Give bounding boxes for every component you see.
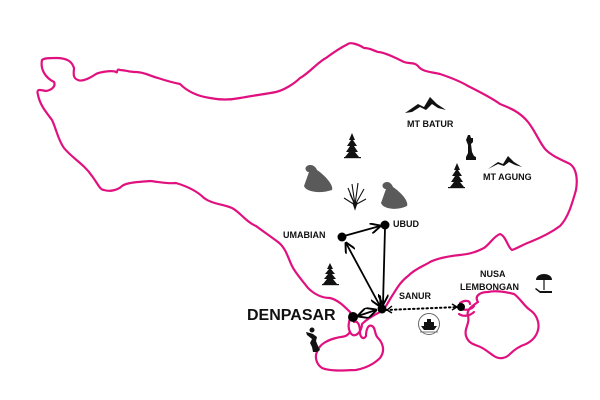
label-denpasar: DENPASAR xyxy=(247,307,336,324)
node-ubud[interactable] xyxy=(380,220,390,230)
offering-icon xyxy=(304,165,333,193)
route-denpasar-sanur xyxy=(358,310,376,316)
label-nusa: NUSA xyxy=(480,269,506,279)
route-ubud-sanur xyxy=(383,227,385,304)
label-mt-agung: MT AGUNG xyxy=(483,172,532,182)
node-sanur[interactable] xyxy=(377,304,387,314)
label-lembongan: LEMBONGAN xyxy=(460,282,519,292)
rice-plant-icon xyxy=(343,182,367,211)
beach-umbrella-icon xyxy=(535,274,552,293)
label-umabian: UMABIAN xyxy=(283,230,326,240)
label-ubud: UBUD xyxy=(393,219,419,229)
route-sanur-nusa-lembongan xyxy=(385,306,459,311)
mountain-icon xyxy=(488,156,522,169)
dancer-icon xyxy=(306,327,320,352)
node-umabian[interactable] xyxy=(337,232,347,242)
bukit-peninsula-coastline xyxy=(314,320,385,372)
temple-pagoda-icon xyxy=(322,263,339,286)
bali-coastline xyxy=(36,42,578,337)
route-umabian-ubud xyxy=(343,226,380,237)
temple-pagoda-icon xyxy=(448,163,465,189)
offering-icon xyxy=(381,182,408,209)
ferry-boat-icon xyxy=(418,313,440,335)
node-nusa-lembongan[interactable] xyxy=(457,303,465,311)
temple-pagoda-icon xyxy=(344,133,361,159)
mountain-icon xyxy=(405,97,446,113)
label-sanur: SANUR xyxy=(399,291,432,301)
statue-icon xyxy=(466,135,476,160)
nusa-penida-coastline xyxy=(464,290,540,360)
node-denpasar[interactable] xyxy=(348,312,358,322)
route-sanur-umabian xyxy=(346,243,380,306)
label-mt-batur: MT BATUR xyxy=(407,119,454,129)
